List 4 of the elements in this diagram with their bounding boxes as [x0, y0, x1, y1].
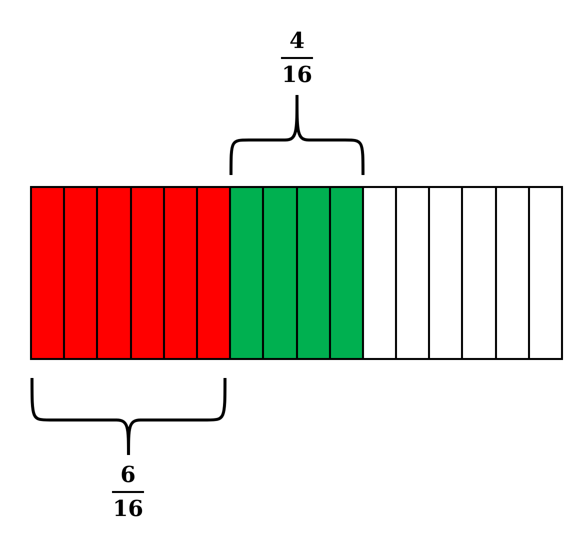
numerator: 4 — [289, 28, 305, 54]
denominator: 16 — [112, 496, 144, 522]
denominator: 16 — [282, 62, 312, 88]
numerator: 6 — [120, 462, 136, 488]
